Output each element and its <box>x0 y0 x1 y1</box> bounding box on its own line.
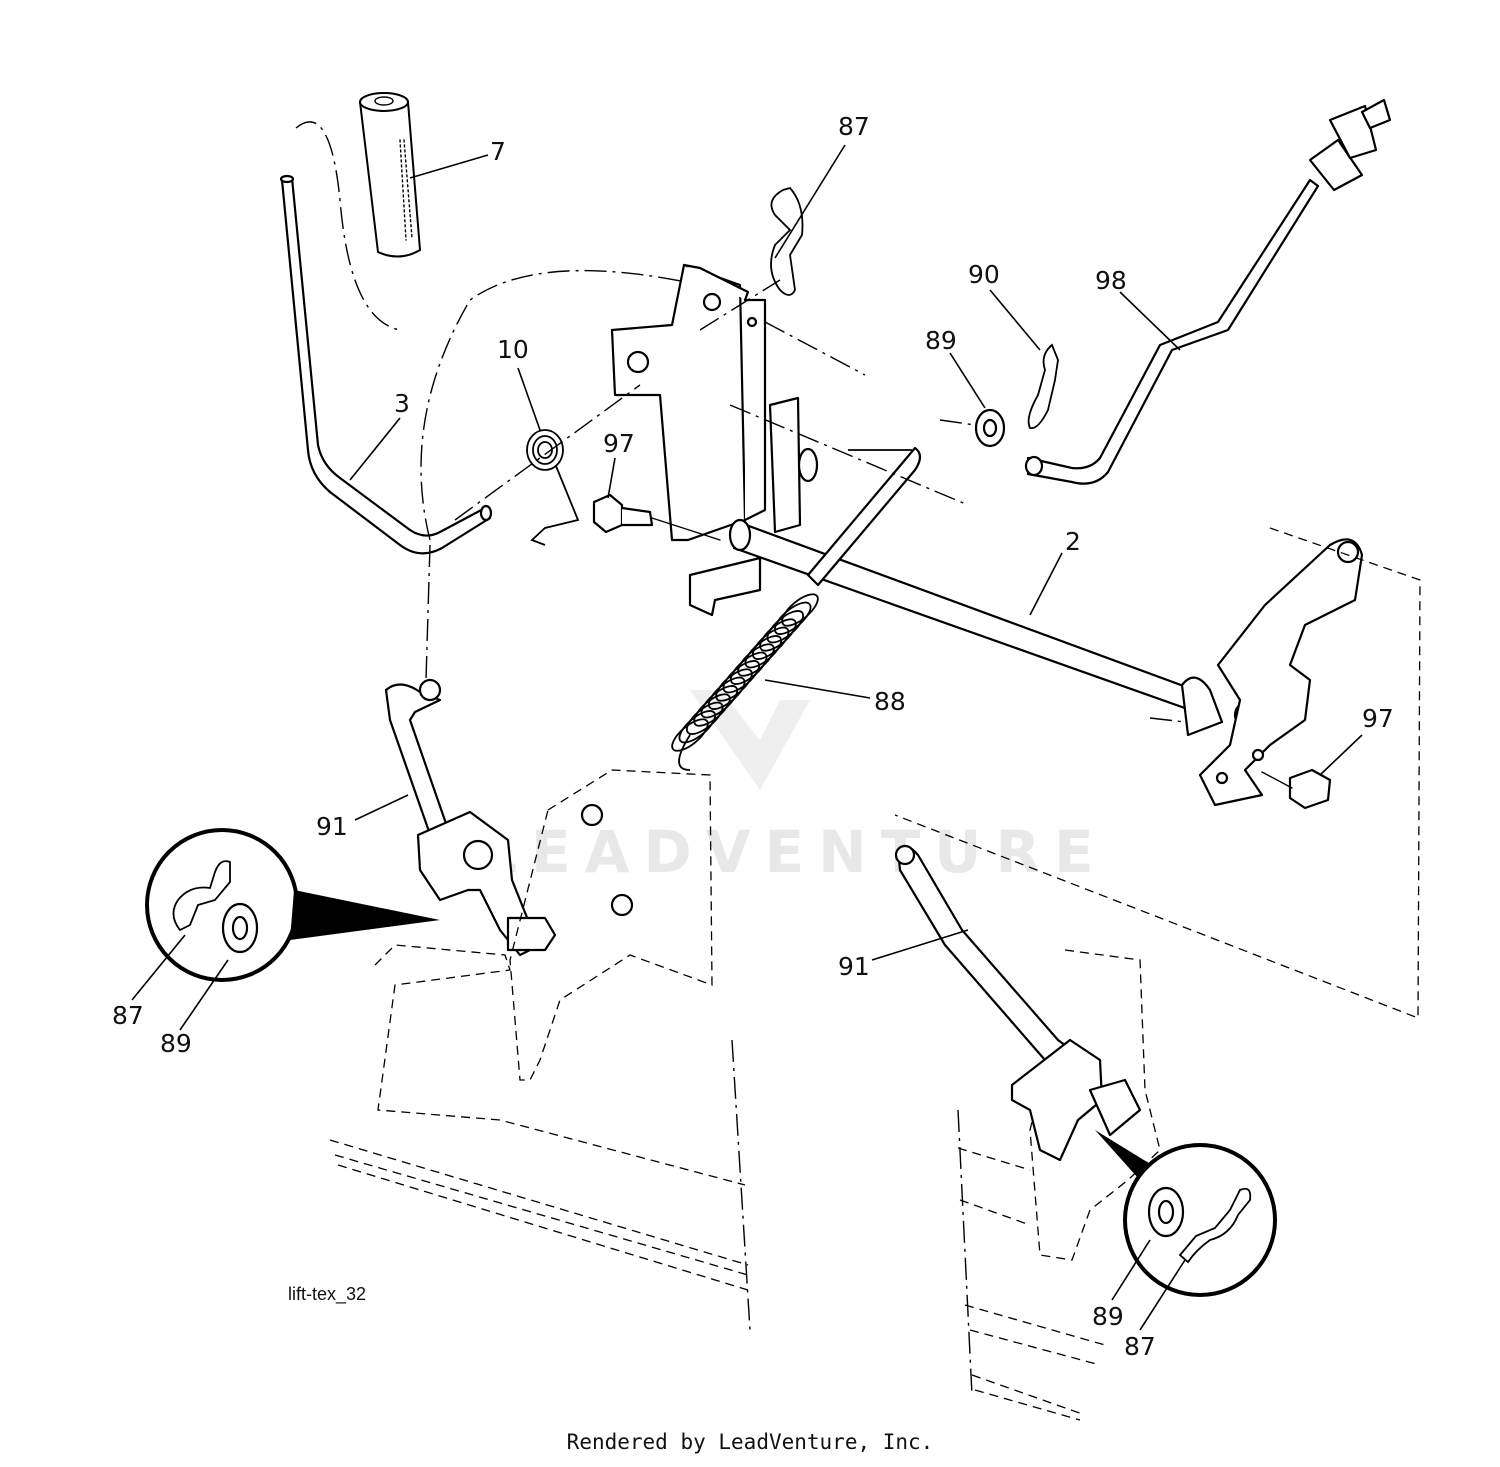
callout-87-right: 87 <box>1124 1332 1156 1361</box>
left-lift-link-assembly <box>329 678 751 1331</box>
part-10-torsion-spring <box>526 429 580 546</box>
assembly-line-rod <box>420 269 701 541</box>
part-88-extension-spring <box>671 446 922 771</box>
part-3-lift-handle <box>279 174 493 555</box>
assembly-line-drop <box>425 544 431 681</box>
assembly-line-hairpin <box>699 279 781 331</box>
part-90-hairpin <box>1027 343 1059 430</box>
callout-87-top: 87 <box>838 112 870 141</box>
callout-98: 98 <box>1095 266 1127 295</box>
diagram-code: lift-tex_32 <box>288 1284 366 1305</box>
callout-88: 88 <box>874 687 906 716</box>
spring-coil <box>781 593 819 627</box>
part-97-bolt-top <box>592 493 721 541</box>
callout-7: 7 <box>490 137 506 166</box>
part-98-adjust-rod <box>1024 98 1392 485</box>
part-2-lift-shaft <box>728 518 1259 737</box>
detail-circle-left <box>145 828 440 982</box>
callout-97-right: 97 <box>1362 704 1394 733</box>
right-lift-link-assembly <box>894 844 1161 1421</box>
callout-3: 3 <box>394 389 410 418</box>
detail-circle-right <box>1095 1130 1277 1297</box>
watermark: LEADVENTURE <box>480 690 1108 886</box>
callout-10: 10 <box>497 335 529 364</box>
part-7-grip <box>358 92 422 258</box>
callout-87-left: 87 <box>112 1001 144 1030</box>
callout-89-right: 89 <box>1092 1302 1124 1331</box>
callout-97-top: 97 <box>603 429 635 458</box>
part-89-washer-top <box>974 408 1006 448</box>
assembly-line-grip <box>295 121 401 331</box>
watermark-text: LEADVENTURE <box>480 818 1108 886</box>
right-lift-arm <box>1198 538 1364 807</box>
leader-lines <box>131 144 1363 1331</box>
callouts: 7 87 90 98 89 10 3 97 2 88 97 91 87 89 9… <box>112 112 1394 1361</box>
frame-outline-right <box>894 527 1421 1019</box>
guide-line-c <box>939 419 976 426</box>
callout-89-top: 89 <box>925 326 957 355</box>
guide-line-a <box>764 321 866 376</box>
callout-90: 90 <box>968 260 1000 289</box>
callout-91-right: 91 <box>838 952 870 981</box>
guide-line-b <box>729 404 969 506</box>
part-97-bolt-right <box>1261 768 1332 810</box>
callout-89-left: 89 <box>160 1029 192 1058</box>
callout-91-left: 91 <box>316 812 348 841</box>
footer-credit: Rendered by LeadVenture, Inc. <box>566 1430 934 1454</box>
guide-line-d <box>1149 717 1186 723</box>
assembly-line-spring <box>454 384 641 521</box>
part-87-hairpin-top <box>770 186 804 296</box>
callout-2: 2 <box>1065 527 1081 556</box>
